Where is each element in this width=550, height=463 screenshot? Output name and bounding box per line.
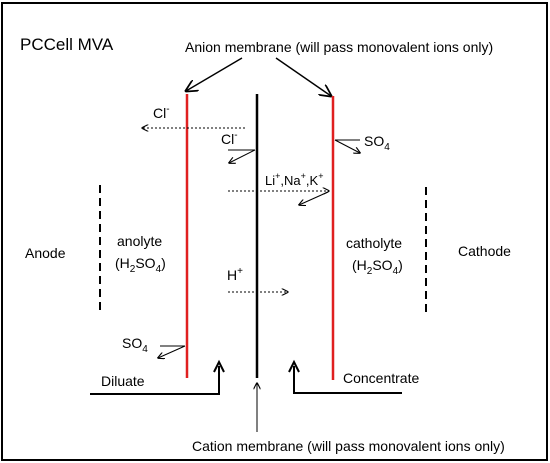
diluate-flow-path — [90, 366, 220, 395]
cation-membrane-label: Cation membrane (will pass monovalent io… — [192, 438, 505, 454]
so4-left-reflect-arrow — [158, 345, 186, 358]
title: PCCell MVA — [20, 35, 114, 54]
catholyte-name: catholyte — [346, 235, 402, 251]
ion-li-na-k: Li+,Na+,K+ — [265, 171, 323, 188]
ion-h-plus: H+ — [227, 266, 243, 283]
ion-cl-left: Cl- — [153, 104, 170, 121]
diluate-flow-arrowhead — [213, 359, 225, 373]
anolyte-name: anolyte — [117, 233, 162, 249]
ion-cl-center: Cl- — [221, 130, 238, 147]
ion-so4-right: SO4 — [364, 133, 390, 153]
anion-pointer-left — [186, 57, 243, 91]
anode-label: Anode — [25, 245, 66, 261]
concentrate-flow-arrowhead — [288, 359, 300, 373]
anolyte-formula: (H2SO4) — [115, 255, 166, 275]
diluate-label: Diluate — [101, 373, 145, 389]
li-na-k-reflect-arrow — [299, 191, 329, 205]
cathode-label: Cathode — [458, 243, 511, 259]
anion-membrane-label: Anion membrane (will pass monovalent ion… — [185, 39, 493, 55]
anion-pointer-right — [275, 57, 331, 96]
cl-center-reflect-arrow — [229, 149, 256, 163]
so4-right-reflect-arrow — [334, 139, 360, 153]
ion-so4-left: SO4 — [122, 335, 148, 355]
catholyte-formula: (H2SO4) — [352, 257, 403, 277]
concentrate-flow-path — [293, 366, 402, 394]
concentrate-label: Concentrate — [343, 370, 419, 386]
